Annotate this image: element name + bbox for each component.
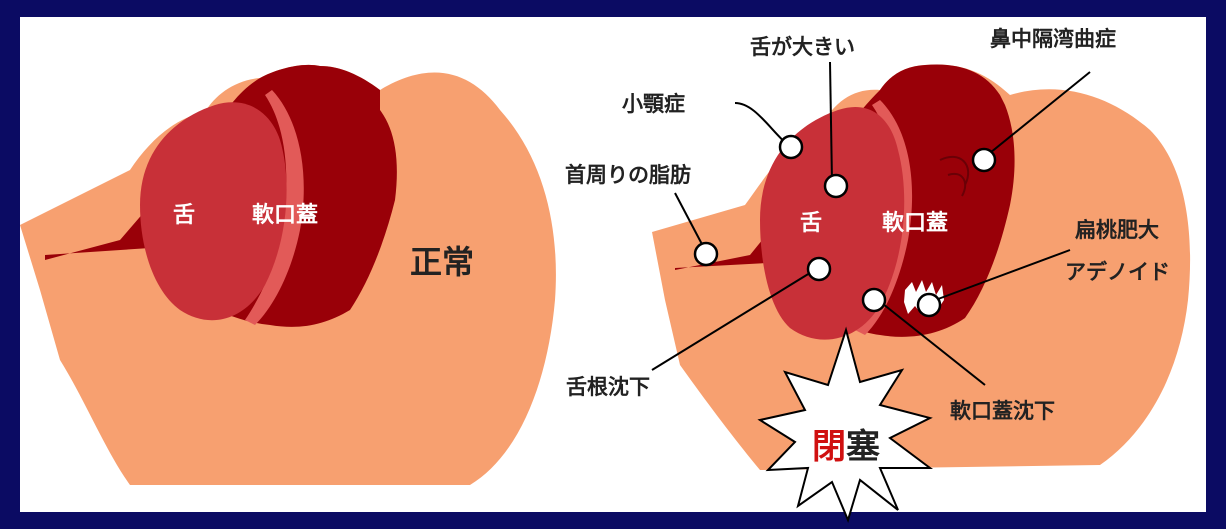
- label-soft-palate-fall: 軟口蓋沈下: [950, 399, 1055, 423]
- normal-head: 舌 軟口蓋 正常: [20, 64, 556, 485]
- leader-septum: [984, 71, 1091, 158]
- dot-big-tongue: [823, 173, 849, 199]
- obstruction-label-part2: 塞: [846, 427, 880, 467]
- dot-septum: [971, 147, 997, 173]
- normal-soft-palate-label: 軟口蓋: [252, 202, 318, 228]
- normal-soft-palate-band: [245, 90, 304, 325]
- obstruction-label-part1: 閉: [812, 427, 846, 467]
- apnea-head: 舌 軟口蓋 舌が大きい 鼻中隔湾曲症 小顎症 首周りの脂肪 扁桃肥大 ア: [565, 27, 1191, 523]
- apnea-soft-palate-label: 軟口蓋: [882, 210, 948, 236]
- label-tonsil-line2: アデノイド: [1065, 260, 1170, 284]
- leader-tongue-base: [651, 267, 819, 371]
- apnea-septum-lines: [939, 155, 970, 197]
- label-micrognathia: 小顎症: [622, 92, 685, 116]
- label-tonsil-line1: 扁桃肥大: [1075, 218, 1159, 242]
- dot-neck-fat: [693, 241, 719, 267]
- label-deviated-septum: 鼻中隔湾曲症: [990, 27, 1116, 51]
- dot-tonsil: [916, 292, 942, 318]
- leader-neck-fat: [674, 192, 706, 251]
- dot-micrognathia: [778, 134, 804, 160]
- obstruction-burst: [757, 326, 933, 523]
- leader-big-tongue: [829, 61, 833, 183]
- normal-caption: 正常: [410, 243, 474, 281]
- label-big-tongue: 舌が大きい: [750, 35, 855, 59]
- normal-tongue-label: 舌: [173, 203, 195, 228]
- label-tongue-base-fall: 舌根沈下: [566, 375, 650, 399]
- dot-tongue-base: [806, 256, 832, 282]
- label-neck-fat: 首周りの脂肪: [565, 163, 691, 187]
- normal-tongue: [140, 102, 287, 321]
- leader-tonsil: [929, 249, 1071, 303]
- leader-soft-palate-fall: [877, 299, 986, 386]
- apnea-tongue-label: 舌: [800, 211, 822, 236]
- dot-soft-palate-fall: [861, 287, 887, 313]
